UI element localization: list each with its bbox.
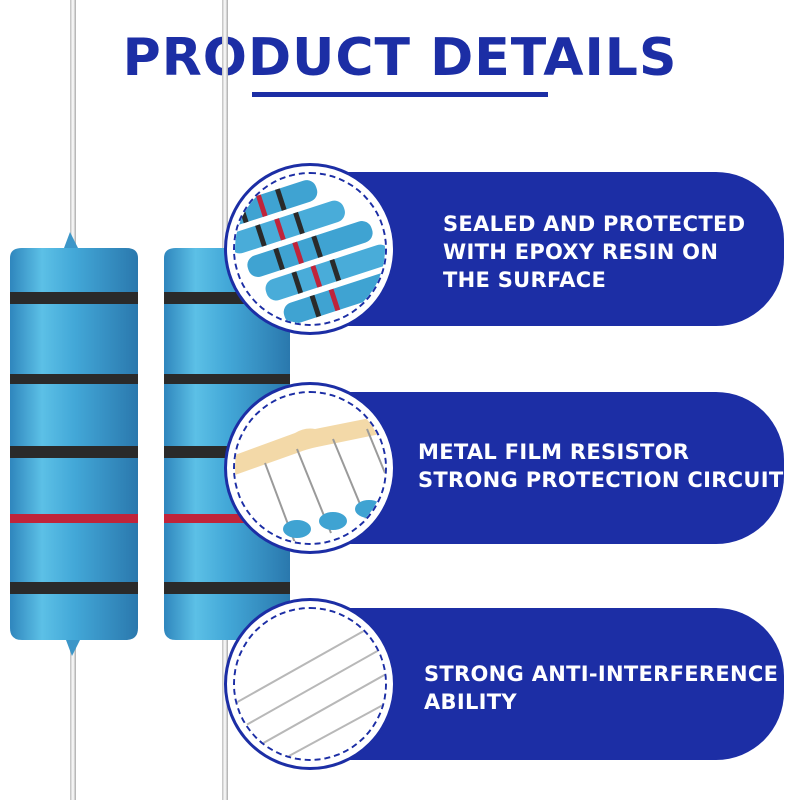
feature-text: METAL FILM RESISTOR STRONG PROTECTION CI…: [418, 440, 784, 492]
mini-resistor: [355, 500, 383, 518]
mini-resistor: [283, 268, 385, 324]
detail-bubble-epoxy: [224, 163, 396, 335]
taped-resistors-image: [235, 393, 385, 543]
mini-resistor: [235, 200, 345, 254]
dashed-ring: [233, 391, 387, 545]
mini-resistor: [247, 221, 373, 277]
page-title: PRODUCT DETAILS: [122, 28, 678, 88]
feature-text: SEALED AND PROTECTED WITH EPOXY RESIN ON…: [443, 212, 746, 292]
detail-bubble-anti-interference: [224, 598, 396, 770]
dashed-ring: [233, 172, 387, 326]
stacked-resistors-image: [235, 174, 385, 324]
detail-bubble-metal-film: [224, 382, 396, 554]
mini-resistor: [319, 512, 347, 530]
lead-wires-image: [235, 609, 385, 759]
paper-tape: [235, 415, 385, 475]
mini-resistor: [283, 520, 311, 538]
dashed-ring: [233, 607, 387, 761]
feature-text: STRONG ANTI-INTERFERENCE ABILITY: [424, 662, 779, 714]
mini-resistor: [235, 180, 318, 230]
mini-resistor: [265, 244, 385, 301]
resistor-body: [10, 232, 138, 656]
title-underline: [252, 92, 548, 97]
